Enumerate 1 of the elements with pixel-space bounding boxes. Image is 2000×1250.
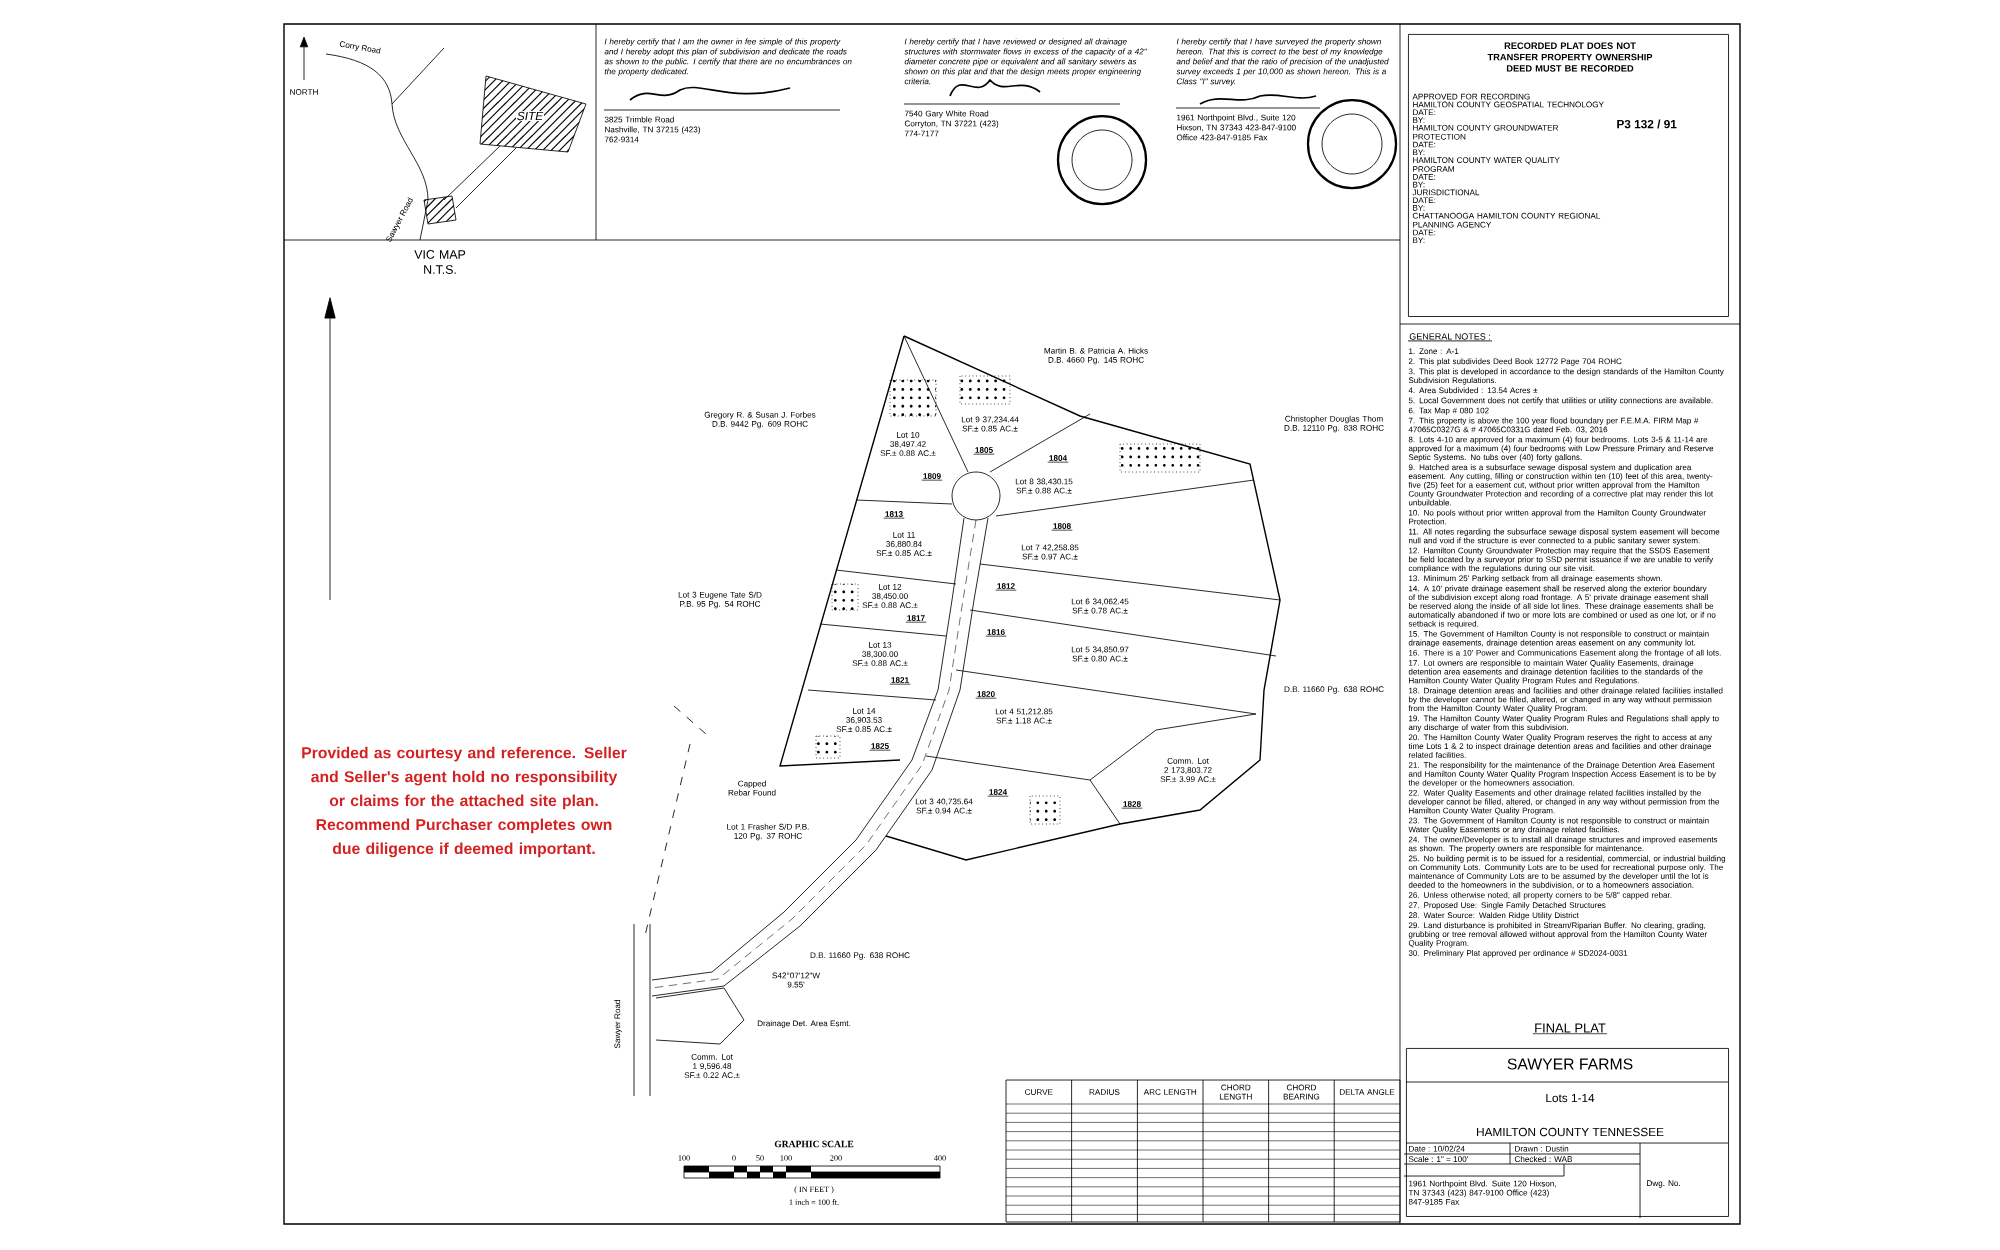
vicinity-map <box>443 75 587 209</box>
